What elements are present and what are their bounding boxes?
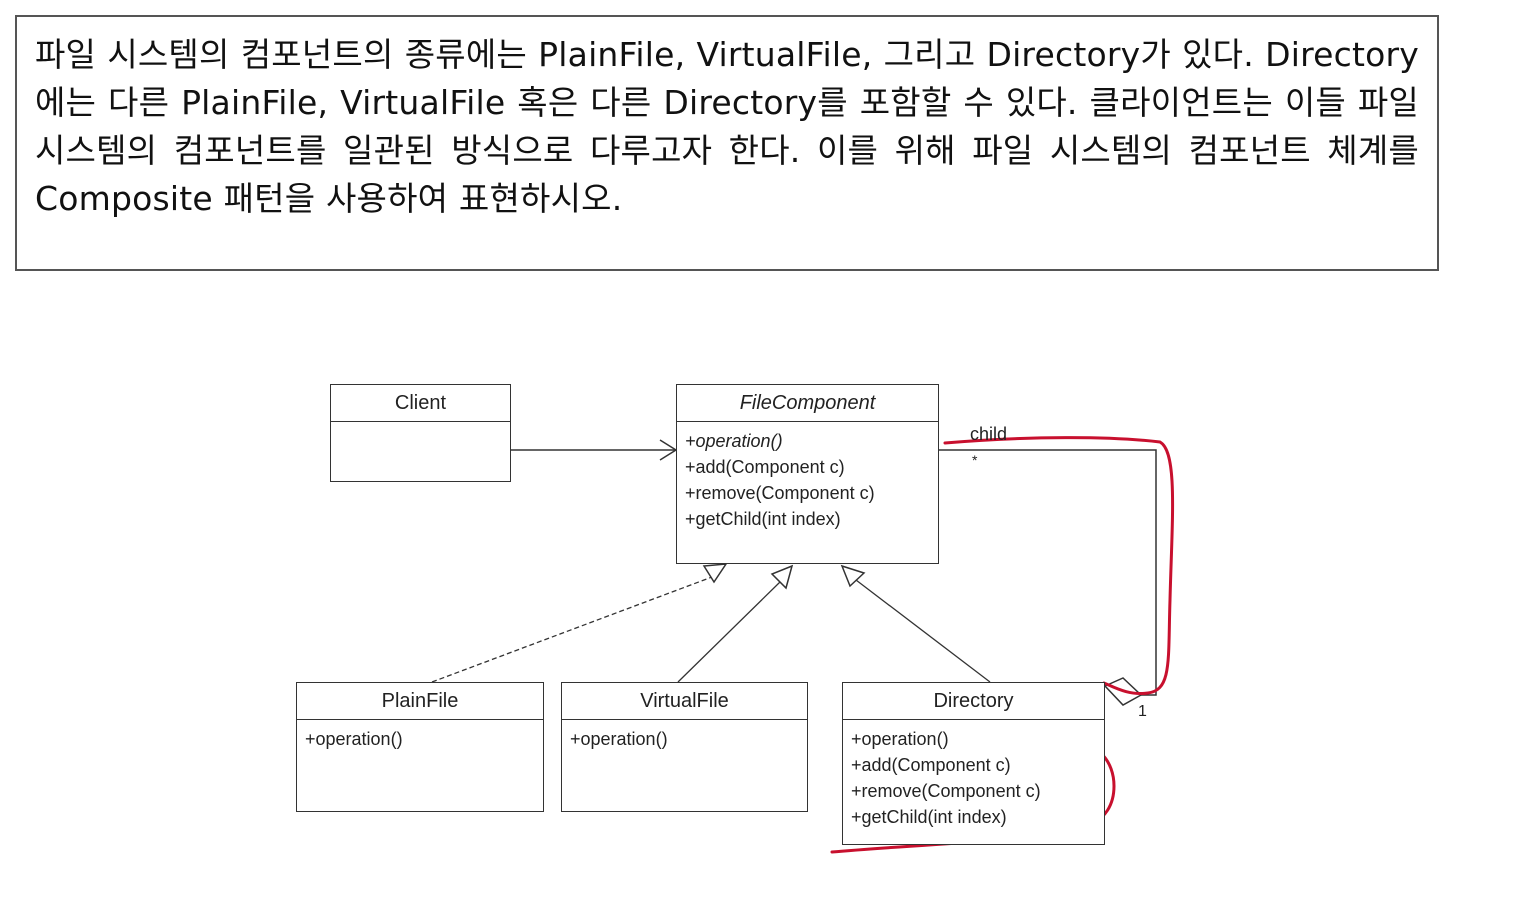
class-file-component: FileComponent +operation() +add(Componen… [676,384,939,564]
class-virtual-file-name: VirtualFile [562,683,807,720]
class-plain-file-name: PlainFile [297,683,543,720]
class-client: Client [330,384,511,482]
class-client-operations [331,422,510,428]
plainfile-generalization-line [431,576,713,683]
aggregation-line [938,449,1157,696]
class-directory-operations: +operation() +add(Component c) +remove(C… [843,720,1104,830]
class-virtual-file: VirtualFile +operation() [561,682,808,812]
plainfile-generalization-triangle [702,563,728,584]
virtualfile-generalization-triangle [770,564,794,590]
class-file-component-op-remove: +remove(Component c) [685,483,875,503]
class-plain-file-operations: +operation() [297,720,543,752]
class-file-component-op-get-child: +getChild(int index) [685,509,841,529]
directory-generalization-triangle [840,564,866,588]
class-directory-op-remove: +remove(Component c) [851,781,1041,801]
association-role-label: child [970,424,1008,444]
class-file-component-op-add: +add(Component c) [685,457,845,477]
class-directory-op-get-child: +getChild(int index) [851,807,1007,827]
question-text: 파일 시스템의 컴포넌트의 종류에는 PlainFile, VirtualFil… [35,35,1419,218]
class-directory: Directory +operation() +add(Component c)… [842,682,1105,845]
class-file-component-op-operation: +operation() [685,431,783,451]
class-file-component-operations: +operation() +add(Component c) +remove(C… [677,422,938,532]
class-directory-name: Directory [843,683,1104,720]
association-multiplicity-parent: 1 [1138,703,1147,720]
class-directory-op-add: +add(Component c) [851,755,1011,775]
class-plain-file: PlainFile +operation() [296,682,544,812]
class-virtual-file-operations: +operation() [562,720,807,752]
class-directory-op-operation: +operation() [851,729,949,749]
class-plain-file-op-operation: +operation() [305,729,403,749]
association-multiplicity-child: * [972,452,978,468]
class-client-name: Client [331,385,510,422]
class-virtual-file-op-operation: +operation() [570,729,668,749]
question-box: 파일 시스템의 컴포넌트의 종류에는 PlainFile, VirtualFil… [15,15,1439,271]
annotation-aggregation-highlight [943,436,1175,696]
directory-generalization-line [855,579,991,683]
virtualfile-generalization-line [677,581,781,683]
class-file-component-name: FileComponent [677,385,938,422]
